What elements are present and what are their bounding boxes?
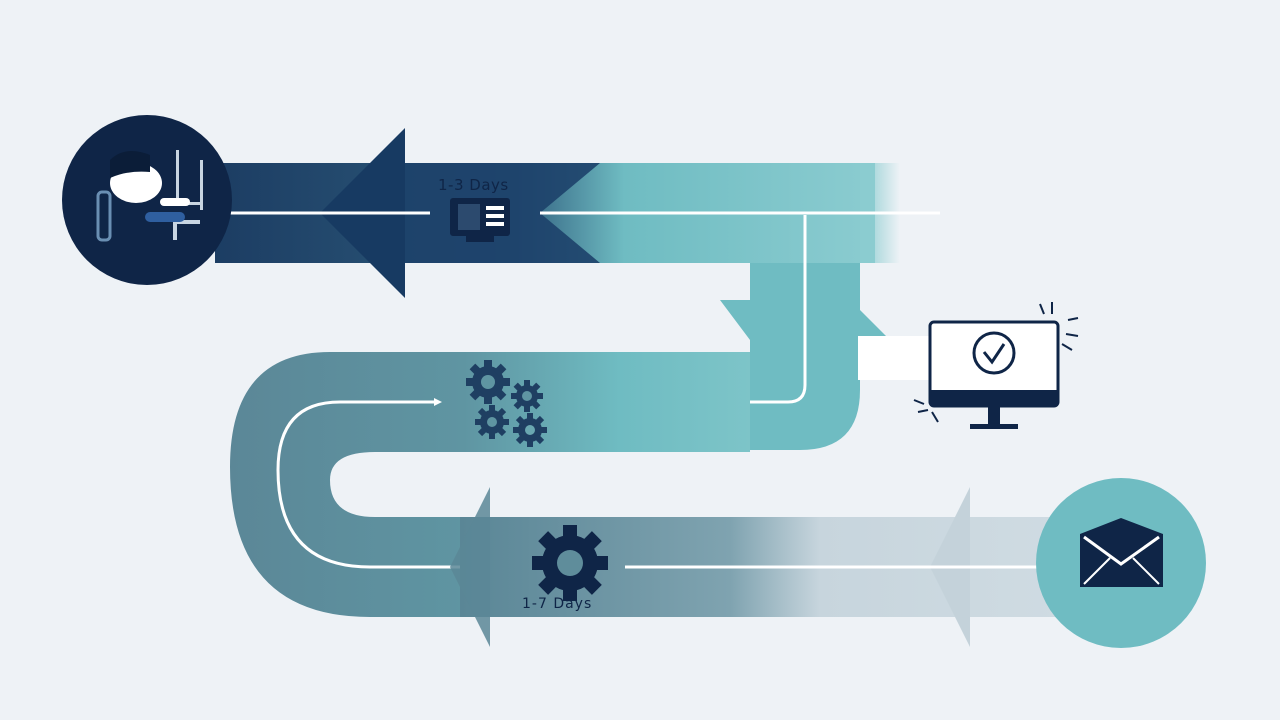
- bottom-duration-label: 1-7 Days: [522, 596, 593, 612]
- monitor-icon: [450, 198, 510, 242]
- user-at-computer-icon: [62, 115, 232, 285]
- middle-flow-band: [230, 352, 750, 617]
- top-flow-band: [215, 128, 940, 298]
- top-duration-label: 1-3 Days: [438, 176, 509, 194]
- envelope-icon: [1036, 478, 1206, 648]
- monitor-check-icon: [913, 302, 1079, 429]
- pointer-to-monitor: [858, 336, 950, 380]
- connector-band: [580, 215, 890, 450]
- gear-icon: [532, 525, 608, 601]
- gears-icon: [466, 360, 547, 447]
